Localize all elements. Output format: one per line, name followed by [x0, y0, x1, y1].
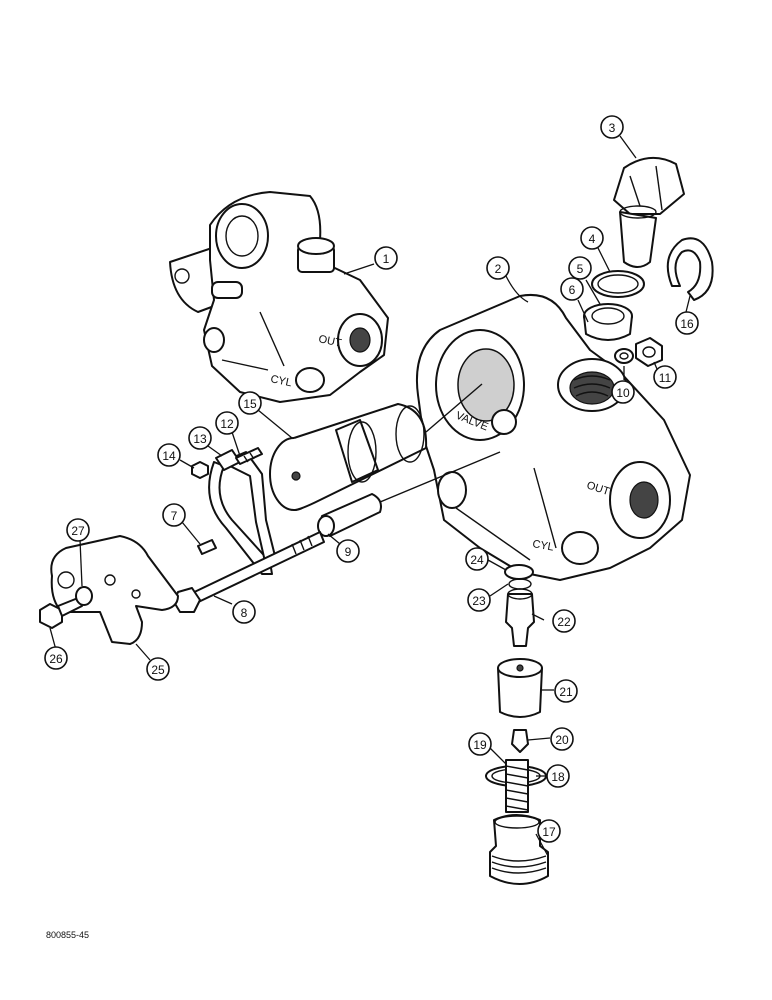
callout-12: 12: [215, 411, 239, 435]
small-housing-cyl-label: CYL: [269, 373, 292, 389]
small-housing-out-label: OUT: [317, 333, 342, 350]
bolt: [173, 531, 325, 613]
svg-text:20: 20: [555, 733, 569, 747]
callout-25: 25: [146, 657, 170, 681]
callout-21: 21: [554, 679, 578, 703]
callout-26: 26: [44, 646, 68, 670]
callout-15: 15: [238, 391, 262, 415]
callout-13: 13: [188, 426, 212, 450]
callout-9: 9: [336, 539, 360, 563]
screw: [235, 447, 263, 465]
callout-16: 16: [675, 311, 699, 335]
svg-text:7: 7: [171, 509, 178, 523]
svg-text:21: 21: [559, 685, 573, 699]
svg-text:17: 17: [542, 825, 556, 839]
relief-cap-assembly: [613, 157, 685, 268]
yoke-clamp: [208, 449, 277, 575]
svg-text:14: 14: [162, 449, 176, 463]
lower-valve-stack: [485, 564, 549, 885]
svg-text:6: 6: [569, 283, 576, 297]
washer-and-nut: [614, 337, 663, 367]
callout-10: 10: [611, 380, 635, 404]
svg-text:27: 27: [71, 524, 85, 538]
callout-24: 24: [465, 547, 489, 571]
callout-23: 23: [467, 588, 491, 612]
bracket-bolt: [39, 597, 83, 629]
leader-lines: [49, 135, 691, 857]
callout-14: 14: [157, 443, 181, 467]
bracket-washer: [75, 586, 93, 606]
figure-code: 800855-45: [46, 930, 90, 940]
callout-8: 8: [232, 600, 256, 624]
svg-text:22: 22: [557, 615, 571, 629]
svg-text:15: 15: [243, 397, 257, 411]
valve-seat: [583, 303, 633, 341]
callout-6: 6: [560, 277, 584, 301]
nut: [191, 461, 209, 479]
spool: [269, 403, 428, 511]
callout-17: 17: [537, 819, 561, 843]
svg-text:8: 8: [241, 606, 248, 620]
svg-text:5: 5: [577, 262, 584, 276]
svg-text:4: 4: [589, 232, 596, 246]
spool-alignment-line: [425, 383, 483, 433]
svg-text:24: 24: [470, 553, 484, 567]
callout-5: 5: [568, 256, 592, 280]
svg-text:12: 12: [220, 417, 234, 431]
svg-text:16: 16: [680, 317, 694, 331]
svg-text:25: 25: [151, 663, 165, 677]
svg-text:2: 2: [495, 262, 502, 276]
callout-27: 27: [66, 518, 90, 542]
large-housing-cyl-label: CYL: [531, 538, 554, 554]
mounting-bracket: [50, 535, 179, 645]
svg-text:13: 13: [193, 432, 207, 446]
callout-11: 11: [653, 365, 677, 389]
svg-text:11: 11: [659, 371, 672, 385]
pin: [197, 539, 217, 555]
callout-3: 3: [600, 115, 624, 139]
callout-7: 7: [162, 503, 186, 527]
callout-4: 4: [580, 226, 604, 250]
small-valve-housing: OUT CYL: [169, 191, 389, 403]
svg-text:26: 26: [49, 652, 63, 666]
svg-text:10: 10: [616, 386, 630, 400]
svg-text:1: 1: [383, 252, 390, 266]
svg-text:3: 3: [609, 121, 616, 135]
svg-text:23: 23: [472, 594, 486, 608]
callout-20: 20: [550, 727, 574, 751]
callout-19: 19: [468, 732, 492, 756]
svg-text:9: 9: [345, 545, 352, 559]
callout-22: 22: [552, 609, 576, 633]
callout-1: 1: [374, 246, 398, 270]
svg-text:19: 19: [473, 738, 487, 752]
guide-sleeve: [317, 493, 382, 537]
callout-2: 2: [486, 256, 510, 280]
snap-ring: [666, 237, 714, 301]
callout-18: 18: [546, 764, 570, 788]
svg-text:18: 18: [551, 770, 565, 784]
sleeve-alignment-line: [379, 451, 501, 503]
